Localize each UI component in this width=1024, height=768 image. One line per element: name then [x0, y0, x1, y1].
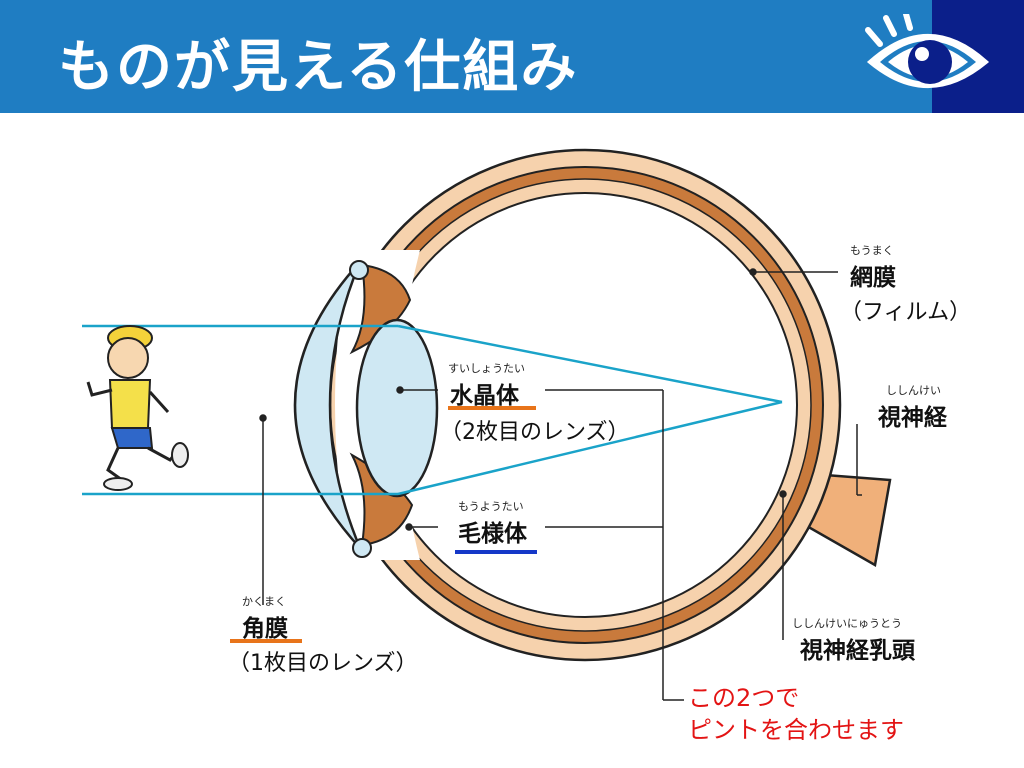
page-title: ものが見える仕組み [58, 35, 579, 100]
retina-sub: （フィルム） [840, 300, 972, 325]
lens-shape [355, 318, 439, 498]
optic-nerve-label: 視神経 [878, 405, 947, 431]
eye-icon [865, 14, 990, 88]
lens-label: 水晶体 [450, 383, 519, 409]
cornea-underline [230, 639, 302, 643]
eye-diagram [82, 148, 892, 701]
ray-bottom-focus [397, 400, 783, 496]
lens-ruby: すいしょうたい [448, 362, 525, 375]
retina-label: 網膜 [850, 265, 896, 291]
cornea-ruby: かくまく [242, 595, 286, 608]
cornea-sub: （1枚目のレンズ） [228, 651, 418, 676]
lens-underline [448, 406, 536, 410]
focus-note-line1: この2つで [688, 684, 800, 712]
ray-top-focus [397, 324, 783, 404]
runner-figure [86, 325, 189, 491]
focus-note: この2つで ピントを合わせます [688, 682, 904, 746]
lens-sub: （2枚目のレンズ） [440, 420, 630, 445]
retina-ruby: もうまく [850, 244, 894, 257]
header-bar [0, 0, 1024, 113]
cornea-label: 角膜 [242, 616, 288, 642]
leader-lines [259, 268, 862, 701]
ciliary-ruby: もうようたい [458, 500, 524, 513]
ciliary-label: 毛様体 [458, 521, 527, 547]
papilla-label: 視神経乳頭 [800, 638, 915, 664]
optic-nerve-ruby: ししんけい [886, 384, 941, 397]
papilla-ruby: ししんけいにゅうとう [792, 617, 902, 630]
focus-note-line2: ピントを合わせます [688, 716, 904, 744]
ciliary-underline [455, 550, 537, 554]
